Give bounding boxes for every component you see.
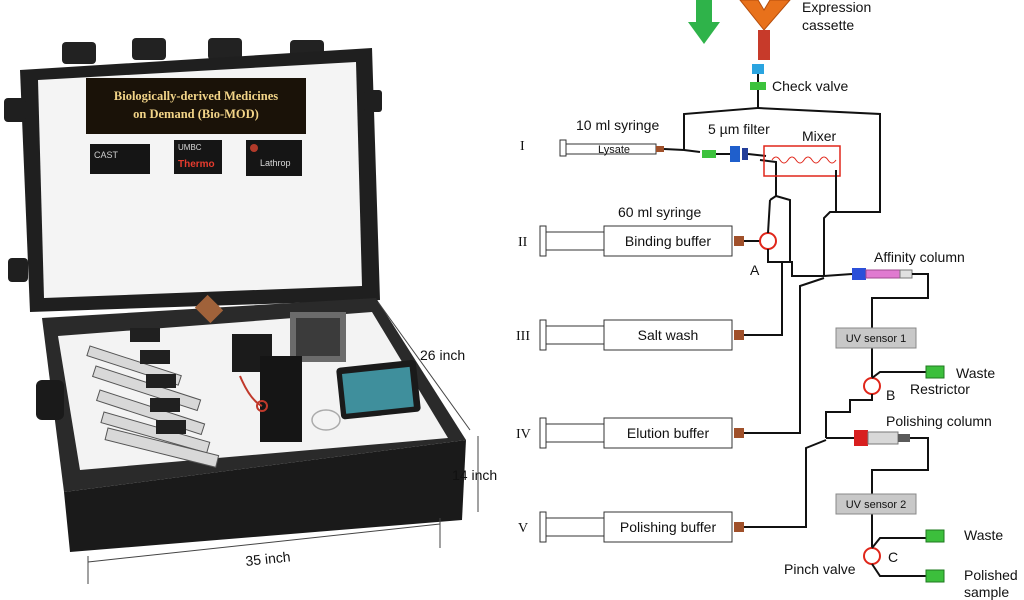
logo-umbc-thermo (174, 140, 222, 174)
syringe-polishing-buffer (539, 511, 744, 543)
waste-1-icon (925, 365, 945, 379)
waste-2-label: Waste (964, 527, 1003, 543)
affinity-column-label: Affinity column (874, 249, 965, 265)
polished-sample-icon (925, 569, 945, 583)
polished-sample-label-1: Polished (964, 567, 1018, 583)
salt-wash-label: Salt wash (638, 327, 699, 343)
uv-sensor-2-box (835, 493, 917, 515)
dim-height-label: 14 inch (452, 467, 497, 483)
svg-text:CAST: CAST (94, 150, 119, 160)
dim-width-label: 35 inch (245, 548, 292, 569)
pinch-valve-a-icon (759, 232, 777, 250)
svg-text:UMBC: UMBC (178, 143, 202, 152)
polished-sample-label-2: sample (964, 584, 1009, 600)
roman-III: III (516, 329, 530, 344)
expression-cassette-label-2: cassette (802, 17, 854, 33)
roman-V: V (518, 521, 528, 536)
check-valve-icon (750, 82, 766, 90)
pinch-valve-b-icon (863, 377, 881, 395)
pinch-valve-c-icon (863, 547, 881, 565)
binding-buffer-label: Binding buffer (625, 233, 711, 249)
polishing-column-inlet (854, 430, 868, 446)
fluidic-schematic: Expression cassette Check valve I 10 ml … (516, 0, 1018, 600)
logo-cast (90, 144, 150, 174)
bio-mod-case-photo: Biologically-derived Medicines on Demand… (4, 38, 497, 584)
roman-IV: IV (516, 427, 531, 442)
uv-sensor-1-box (835, 327, 917, 349)
waste-1-label: Waste (956, 365, 995, 381)
syringe-10ml-label: 10 ml syringe (576, 117, 659, 133)
polishing-buffer-label: Polishing buffer (620, 519, 717, 535)
filter-icon (730, 146, 740, 162)
lysate-label: Lysate (598, 144, 630, 156)
polishing-column-icon (867, 431, 899, 445)
restrictor-label: Restrictor (910, 381, 970, 397)
svg-text:Thermo: Thermo (178, 159, 215, 170)
waste-2-icon (925, 529, 945, 543)
valve-c-label: C (888, 549, 898, 565)
mixer-box (763, 145, 841, 177)
expression-cassette (739, 0, 791, 60)
affinity-column-icon (865, 269, 901, 279)
affinity-column-inlet (852, 268, 866, 280)
uv-sensor-1-label: UV sensor 1 (846, 333, 907, 345)
valve-b-label: B (886, 387, 895, 403)
valve-a-label: A (750, 262, 760, 278)
dim-depth-label: 26 inch (420, 347, 465, 363)
syringe-elution-buffer (539, 417, 744, 449)
syringe-binding-buffer (539, 225, 744, 257)
roman-II: II (518, 235, 528, 250)
expression-cassette-label-1: Expression (802, 0, 871, 15)
mixer-label: Mixer (802, 128, 837, 144)
check-valve-label: Check valve (772, 78, 848, 94)
syringe-10ml (559, 139, 664, 157)
roman-I: I (520, 139, 525, 154)
syringe-60ml-label: 60 ml syringe (618, 204, 701, 220)
banner-line-2: on Demand (Bio-MOD) (133, 107, 259, 121)
pinch-valve-label: Pinch valve (784, 561, 856, 577)
syringe-salt-wash (539, 319, 744, 351)
polishing-column-label: Polishing column (886, 413, 992, 429)
svg-text:Lathrop: Lathrop (260, 158, 291, 168)
uv-sensor-2-label: UV sensor 2 (846, 499, 907, 511)
elution-buffer-label: Elution buffer (627, 425, 710, 441)
banner-line-1: Biologically-derived Medicines (114, 89, 278, 103)
filter-label: 5 µm filter (708, 121, 770, 137)
green-down-arrow-icon (688, 0, 720, 44)
